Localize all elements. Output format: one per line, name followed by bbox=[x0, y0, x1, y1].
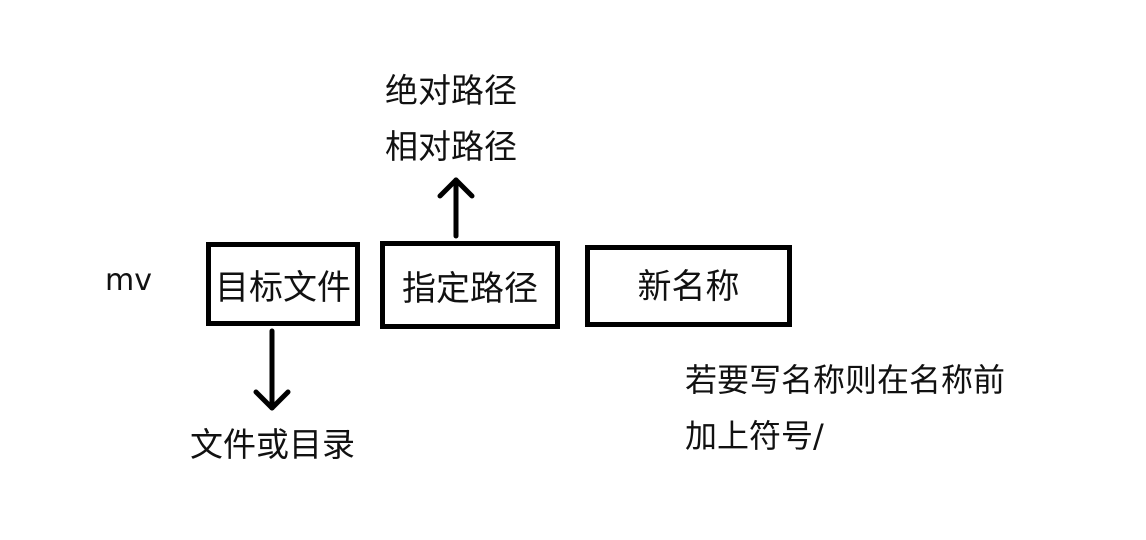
target-file-box: 目标文件 bbox=[206, 242, 360, 326]
specified-path-box: 指定路径 bbox=[380, 241, 560, 329]
relative-path-label: 相对路径 bbox=[385, 127, 517, 166]
new-name-label: 新名称 bbox=[637, 266, 740, 307]
file-or-directory-label: 文件或目录 bbox=[190, 425, 355, 464]
target-file-label: 目标文件 bbox=[215, 267, 351, 308]
specified-path-label: 指定路径 bbox=[402, 268, 538, 309]
absolute-path-label: 绝对路径 bbox=[385, 71, 517, 110]
up-arrow-icon bbox=[437, 177, 475, 239]
new-name-box: 新名称 bbox=[585, 245, 792, 327]
down-arrow-icon bbox=[253, 328, 291, 411]
rename-note-line1: 若要写名称则在名称前 bbox=[685, 361, 1006, 399]
command-label: mv bbox=[105, 263, 152, 298]
rename-note-line2: 加上符号/ bbox=[685, 417, 824, 455]
